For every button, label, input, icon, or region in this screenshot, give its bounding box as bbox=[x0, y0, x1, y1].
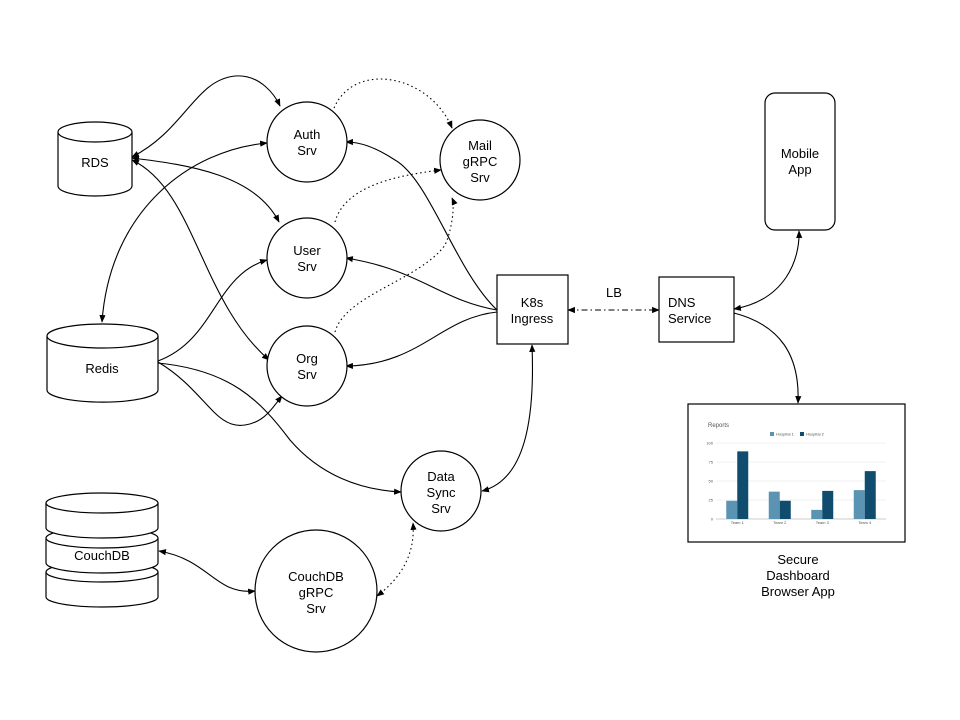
dns-label-2: Service bbox=[668, 311, 711, 326]
dashboard-caption-2: Dashboard bbox=[766, 568, 830, 583]
mail-grpc-srv-node[interactable]: Mail gRPC Srv bbox=[439, 119, 521, 201]
edge-auth-mail bbox=[333, 78, 453, 129]
lb-label: LB bbox=[606, 285, 622, 300]
couchdb-database[interactable]: CouchDB bbox=[45, 492, 159, 608]
edge-user-mail bbox=[334, 167, 442, 223]
dashboard-caption-3: Browser App bbox=[761, 584, 835, 599]
mail-srv-label-2: gRPC bbox=[463, 154, 498, 169]
mobile-app-node[interactable]: Mobile App bbox=[764, 92, 836, 231]
edge-rds-user bbox=[131, 155, 280, 223]
bar bbox=[737, 451, 749, 519]
edges bbox=[99, 75, 803, 597]
mail-srv-label-1: Mail bbox=[468, 138, 492, 153]
y-tick-label: 0 bbox=[711, 517, 714, 522]
org-srv-label-2: Srv bbox=[297, 367, 317, 382]
edge-k8s-auth bbox=[345, 138, 498, 311]
redis-database[interactable]: Redis bbox=[46, 323, 159, 403]
dashboard-node[interactable]: Reports 0 25 50 75 100 Hospital 1 Hospital 2 Te… bbox=[687, 403, 906, 543]
edge-couchdb-grpc bbox=[158, 549, 256, 595]
x-tick-label: Team 1 bbox=[731, 520, 745, 525]
x-tick-label: Team 2 bbox=[773, 520, 787, 525]
mobile-label-2: App bbox=[788, 162, 811, 177]
dns-service-node[interactable]: DNS Service bbox=[658, 276, 735, 343]
bar bbox=[822, 490, 834, 519]
dashboard-caption-1: Secure bbox=[777, 552, 818, 567]
auth-srv-label-2: Srv bbox=[297, 143, 317, 158]
edge-datasync-k8s bbox=[481, 344, 536, 493]
couchdb-grpc-label-3: Srv bbox=[306, 601, 326, 616]
couchdb-grpc-label-2: gRPC bbox=[299, 585, 334, 600]
org-srv-label-1: Org bbox=[296, 351, 318, 366]
mobile-label-1: Mobile bbox=[781, 146, 819, 161]
x-tick-label: Team 3 bbox=[816, 520, 830, 525]
y-tick-label: 100 bbox=[706, 441, 713, 446]
y-tick-label: 25 bbox=[709, 498, 714, 503]
dashboard-chart: Reports 0 25 50 75 100 Hospital 1 Hospital 2 Te… bbox=[706, 423, 886, 525]
bar bbox=[811, 509, 823, 519]
dashboard-caption: Secure Dashboard Browser App bbox=[761, 552, 835, 599]
data-sync-label-3: Srv bbox=[431, 501, 451, 516]
edge-redis-user bbox=[157, 258, 268, 362]
edge-grpc-datasync bbox=[376, 522, 417, 597]
y-tick-label: 75 bbox=[709, 460, 714, 465]
k8s-label-1: K8s bbox=[521, 295, 544, 310]
user-srv-label-1: User bbox=[293, 243, 321, 258]
edge-k8s-org bbox=[345, 311, 498, 369]
user-srv-node[interactable]: User Srv bbox=[266, 217, 348, 299]
bar bbox=[864, 471, 876, 519]
edge-auth-redis bbox=[99, 140, 268, 323]
bar bbox=[768, 491, 780, 519]
rds-label: RDS bbox=[81, 155, 109, 170]
edge-org-mail bbox=[334, 197, 458, 333]
chart-title: Reports bbox=[708, 423, 729, 429]
edge-redis-datasync bbox=[157, 362, 402, 495]
auth-srv-label-1: Auth bbox=[294, 127, 321, 142]
couchdb-grpc-label-1: CouchDB bbox=[288, 569, 344, 584]
k8s-ingress-node[interactable]: K8s Ingress bbox=[496, 274, 569, 345]
bar bbox=[726, 500, 738, 519]
x-tick-label: Team 4 bbox=[858, 520, 872, 525]
bar bbox=[779, 500, 791, 519]
legend-label: Hospital 2 bbox=[806, 432, 825, 437]
mail-srv-label-3: Srv bbox=[470, 170, 490, 185]
k8s-label-2: Ingress bbox=[511, 311, 554, 326]
legend-label: Hospital 1 bbox=[776, 432, 795, 437]
couchdb-grpc-srv-node[interactable]: CouchDB gRPC Srv bbox=[254, 529, 378, 653]
data-sync-srv-node[interactable]: Data Sync Srv bbox=[400, 450, 482, 532]
user-srv-label-2: Srv bbox=[297, 259, 317, 274]
legend-swatch bbox=[800, 432, 804, 436]
legend-swatch bbox=[770, 432, 774, 436]
rds-database[interactable]: RDS bbox=[57, 121, 133, 197]
edge-redis-org bbox=[157, 361, 283, 426]
redis-label: Redis bbox=[85, 361, 119, 376]
data-sync-label-2: Sync bbox=[427, 485, 456, 500]
dns-label-1: DNS bbox=[668, 295, 696, 310]
y-tick-label: 50 bbox=[709, 479, 714, 484]
data-sync-label-1: Data bbox=[427, 469, 455, 484]
edge-k8s-user bbox=[345, 256, 498, 311]
org-srv-node[interactable]: Org Srv bbox=[266, 325, 348, 407]
edge-dns-dashboard bbox=[733, 312, 802, 404]
edge-dns-mobile bbox=[733, 230, 803, 311]
bar bbox=[853, 490, 865, 519]
auth-srv-node[interactable]: Auth Srv bbox=[266, 101, 348, 183]
couchdb-label: CouchDB bbox=[74, 548, 130, 563]
edge-rds-auth bbox=[131, 75, 281, 158]
